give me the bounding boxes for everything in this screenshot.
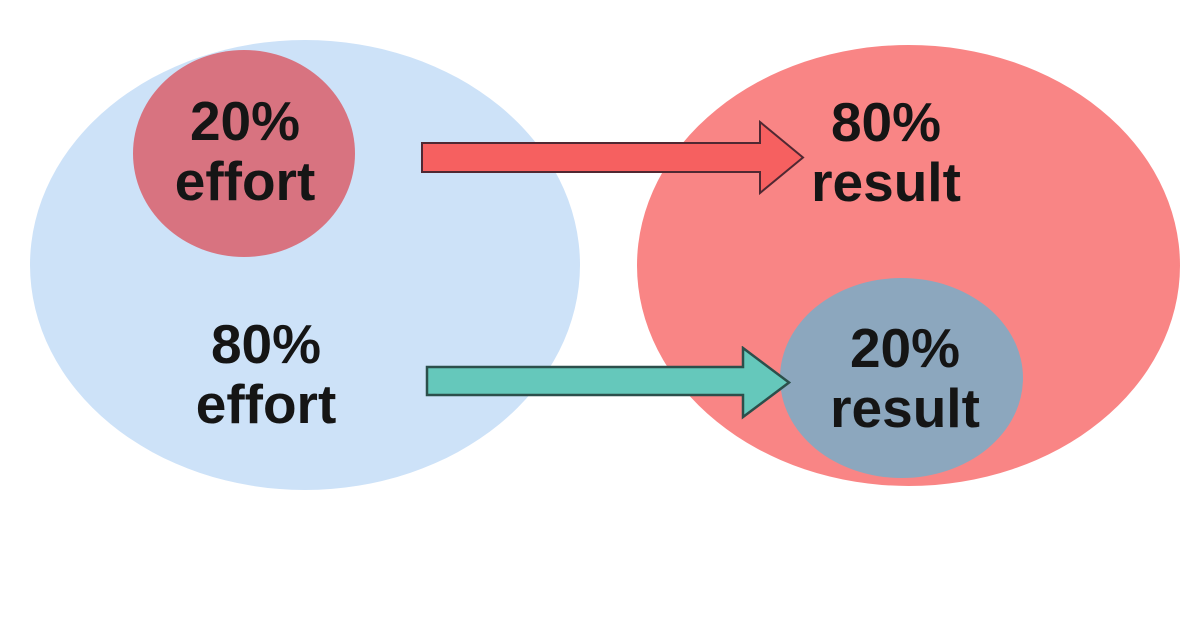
label-20-result-word: result (830, 377, 980, 439)
label-80-effort: 80% effort (196, 314, 337, 434)
label-80-result-percent: 80% (830, 91, 942, 153)
label-20-result-percent: 20% (849, 317, 961, 379)
arrow-20effort-to-80result-shape (421, 120, 805, 196)
arrow-20effort-to-80result-icon (421, 120, 805, 196)
label-20-effort-percent: 20% (189, 90, 301, 152)
effort-20-circle (133, 50, 355, 257)
label-80-effort-percent: 80% (210, 313, 322, 375)
label-80-result-word: result (811, 151, 961, 213)
label-20-effort-word: effort (174, 150, 316, 212)
arrow-80effort-to-20result-shape (425, 346, 791, 420)
label-80-result: 80% result (811, 92, 961, 212)
arrow-80effort-to-20result-icon (425, 346, 791, 420)
result-20-circle (780, 278, 1023, 478)
label-80-effort-word: effort (195, 373, 337, 435)
label-20-effort: 20% effort (175, 91, 316, 211)
label-20-result: 20% result (830, 318, 980, 438)
